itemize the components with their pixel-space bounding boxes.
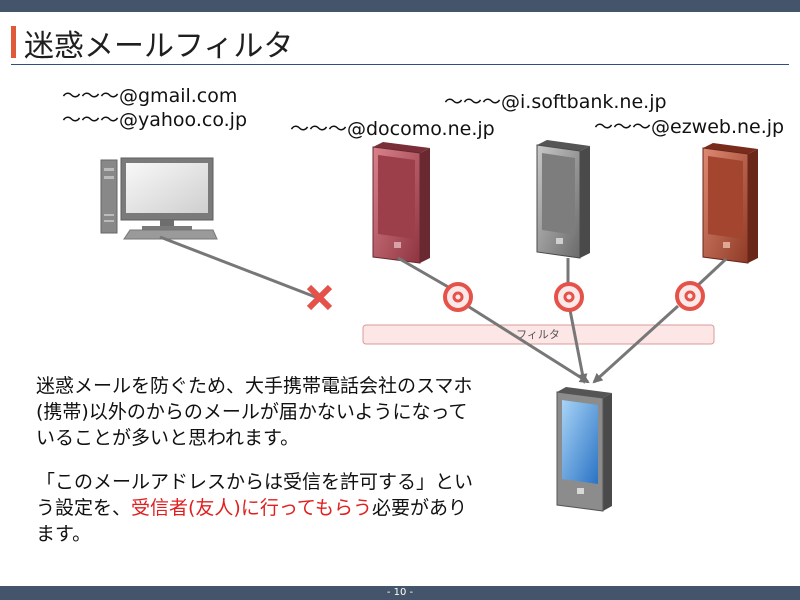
pc-icon	[100, 157, 218, 240]
instruction-highlight: 受信者(友人)に行ってもらう	[131, 497, 372, 519]
docomo-line-upper	[397, 256, 451, 290]
docomo-phone-icon	[372, 142, 430, 264]
title-divider	[11, 64, 789, 65]
allow-circle-icon-softbank	[554, 282, 584, 312]
block-x-icon	[306, 284, 333, 311]
instruction-suffix: 必要があります。	[36, 497, 467, 545]
filter-label: フィルタ	[516, 328, 560, 341]
docomo-line-lower	[465, 303, 590, 384]
ezweb-line-lower	[592, 304, 680, 384]
explanation-paragraph: 迷惑メールを防ぐため、大手携帯電話会社のスマホ(携帯)以外のからのメールが届かな…	[36, 375, 473, 449]
ezweb-address: ～～～@ezweb.ne.jp	[594, 116, 785, 138]
footer-bar	[0, 586, 800, 600]
filter-bar	[362, 324, 715, 345]
receiver-phone-icon	[556, 387, 612, 512]
allow-circle-icon-docomo	[443, 282, 473, 312]
softbank-line-lower	[568, 309, 588, 384]
page-number: - 10 -	[386, 587, 414, 598]
instruction-paragraph: 「このメールアドレスからは受信を許可する」という設定を、受信者(友人)に行っても…	[36, 469, 476, 547]
softbank-phone-icon	[536, 140, 590, 259]
ezweb-line-upper	[694, 257, 728, 289]
pc-line-blocked	[159, 235, 319, 300]
ezweb-phone-icon	[702, 143, 758, 264]
instruction-prefix: 「このメールアドレスからは受信を許可する」という設定を、	[36, 471, 474, 519]
docomo-address: ～～～@docomo.ne.jp	[290, 118, 495, 140]
pc-address-gmail: ～～～@gmail.com	[62, 85, 238, 107]
slide-title: 迷惑メールフィルタ	[24, 29, 294, 64]
pc-address-yahoo: ～～～@yahoo.co.jp	[62, 109, 247, 131]
top-bar	[0, 0, 800, 12]
body-text: 迷惑メールを防ぐため、大手携帯電話会社のスマホ(携帯)以外のからのメールが届かな…	[36, 373, 476, 547]
title-accent-bar	[11, 26, 16, 58]
allow-circle-icon-ezweb	[675, 281, 705, 311]
softbank-address: ～～～@i.softbank.ne.jp	[444, 91, 667, 113]
